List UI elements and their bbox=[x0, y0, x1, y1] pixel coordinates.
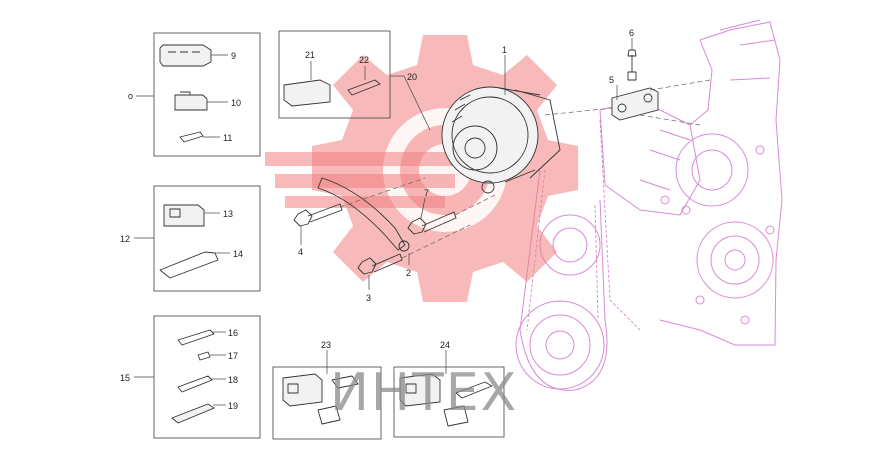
callout-6: 6 bbox=[629, 28, 634, 38]
callout-7: 7 bbox=[424, 188, 429, 198]
callout-1: 1 bbox=[502, 45, 507, 55]
callout-4: 4 bbox=[298, 247, 303, 257]
callout-3: 3 bbox=[366, 293, 371, 303]
connector-group-24 bbox=[393, 350, 505, 438]
callout-2: 2 bbox=[406, 268, 411, 278]
connector-group-20 bbox=[278, 30, 404, 119]
callout-20: 20 bbox=[407, 72, 417, 82]
callout-15: 15 bbox=[120, 373, 130, 383]
callout-12: 12 bbox=[120, 234, 130, 244]
alternator bbox=[441, 86, 561, 194]
callout-22: 22 bbox=[359, 55, 369, 65]
watermark-logo bbox=[265, 35, 578, 302]
callout-labels: 1 2 3 4 5 6 7 9 10 11 12 13 14 15 16 17 … bbox=[120, 28, 634, 411]
callout-5: 5 bbox=[609, 75, 614, 85]
connector-group-top bbox=[136, 32, 261, 157]
callout-19: 19 bbox=[228, 401, 238, 411]
bolt-3 bbox=[357, 253, 403, 275]
group-marker-top: o bbox=[128, 91, 133, 101]
callout-18: 18 bbox=[228, 375, 238, 385]
callout-23: 23 bbox=[321, 340, 331, 350]
callout-9: 9 bbox=[231, 51, 236, 61]
connector-group-15 bbox=[134, 315, 261, 439]
callout-14: 14 bbox=[233, 249, 243, 259]
callout-11: 11 bbox=[223, 133, 232, 143]
watermark-text: ИНТЕХ bbox=[330, 363, 518, 423]
connector-group-12 bbox=[134, 185, 261, 292]
callout-21: 21 bbox=[305, 50, 315, 60]
callout-16: 16 bbox=[228, 328, 238, 338]
adjuster-link bbox=[317, 177, 410, 252]
callout-24: 24 bbox=[440, 340, 450, 350]
mounting-bracket bbox=[611, 49, 659, 121]
callout-17: 17 bbox=[228, 351, 238, 361]
callout-13: 13 bbox=[223, 209, 233, 219]
engine-block bbox=[515, 19, 783, 391]
callout-10: 10 bbox=[231, 98, 241, 108]
connector-group-23 bbox=[272, 350, 382, 440]
